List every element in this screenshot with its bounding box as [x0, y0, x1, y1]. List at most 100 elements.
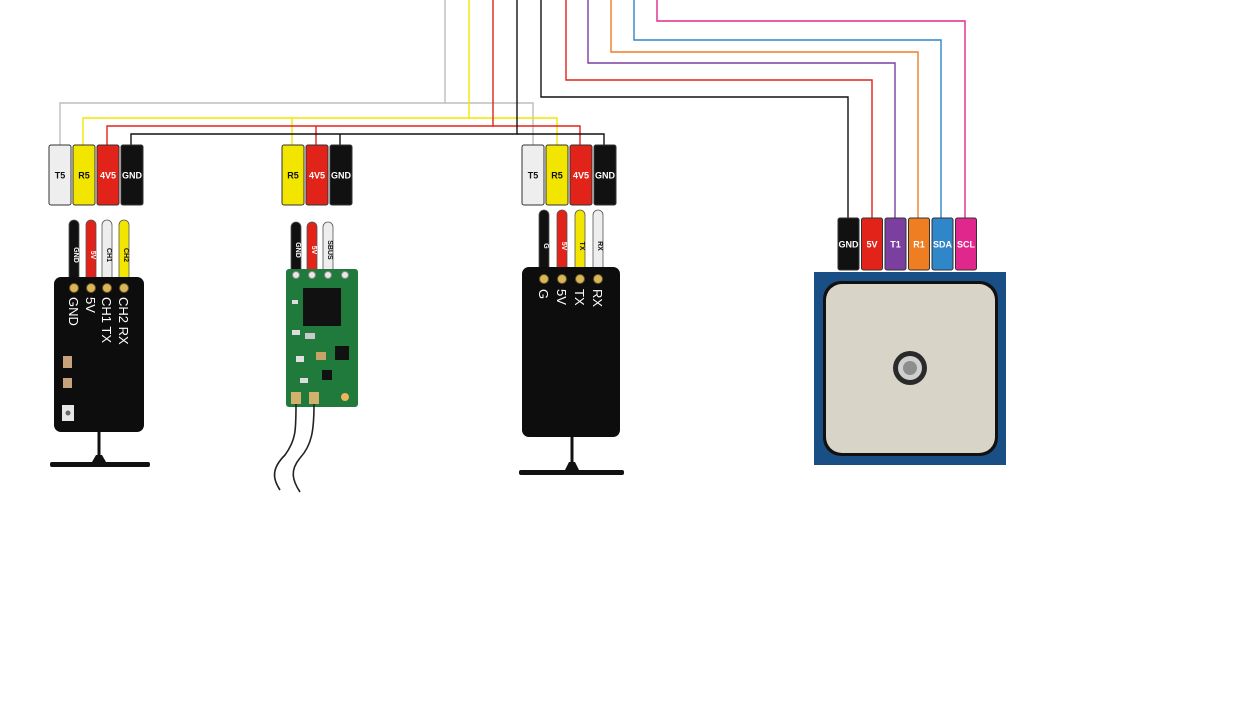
- silkscreen-label: G: [536, 289, 551, 299]
- wire-r5-bus: [82, 0, 470, 145]
- header-pin: 4V5: [305, 144, 329, 206]
- wire-lead: 5V: [85, 219, 97, 287]
- wire-lead-label: RX: [596, 241, 603, 251]
- header-pin-label: 4V5: [100, 171, 116, 181]
- silkscreen-label: GND: [66, 297, 81, 326]
- header-receiver-2: R5 4V5 GND: [281, 144, 353, 206]
- receiver-2-chip: [303, 288, 341, 326]
- header-pin: T5: [48, 144, 72, 206]
- gps-feed-point-core: [903, 361, 917, 375]
- header-pin: R5: [545, 144, 569, 206]
- header-pin: GND: [120, 144, 144, 206]
- header-pin-label: T1: [890, 240, 901, 250]
- wire-harness: [59, 0, 966, 218]
- header-pin: SCL: [955, 217, 977, 271]
- wire-r5-rx3: [469, 117, 558, 145]
- header-pin-label: GND: [331, 171, 352, 181]
- receiver-2-leads: GND 5V SBUS: [290, 221, 334, 275]
- header-pin-label: 4V5: [309, 171, 325, 181]
- wire-lead: CH2: [118, 219, 130, 287]
- wire-lead-label: 5V: [89, 251, 96, 260]
- silkscreen-label: CH1 TX: [99, 297, 114, 343]
- header-pin: 4V5: [96, 144, 120, 206]
- header-pin: GND: [593, 144, 617, 206]
- wire-t5-bus: [59, 0, 446, 145]
- header-pin: R1: [908, 217, 930, 271]
- wire-lead-label: 5V: [560, 242, 567, 251]
- header-pin: T5: [521, 144, 545, 206]
- receiver-1-pads: [69, 283, 129, 293]
- wire-gps-r1: [610, 0, 919, 218]
- header-pin-label: R5: [287, 171, 299, 181]
- receiver-2: GND 5V SBUS: [273, 221, 358, 493]
- header-pin: 5V: [861, 217, 883, 271]
- header-pin: SDA: [931, 217, 954, 271]
- wire-lead: CH1: [101, 219, 113, 287]
- receiver-2-antenna-connectors: [291, 392, 319, 404]
- header-pin-label: 5V: [866, 240, 877, 250]
- header-pin-label: GND: [595, 171, 616, 181]
- header-pin-label: 4V5: [573, 171, 589, 181]
- antenna-icon: [519, 437, 624, 475]
- antenna-icon: [273, 403, 315, 493]
- wire-lead-label: TX: [578, 242, 585, 251]
- wire-lead-label: GND: [72, 247, 79, 263]
- receiver-2-component: [296, 356, 304, 362]
- wire-lead: SBUS: [322, 221, 334, 275]
- receiver-2-component: [305, 333, 315, 339]
- wire-t5-rx3: [445, 102, 534, 145]
- wire-gnd-bus: [130, 0, 518, 145]
- wire-lead: 5V: [306, 221, 318, 275]
- header-pin: T1: [884, 217, 907, 271]
- wire-gps-5v: [565, 0, 873, 218]
- receiver-1-leads: GND 5V CH1 CH2: [68, 219, 130, 287]
- wire-lead-label: GND: [294, 242, 301, 258]
- header-pin-label: T5: [55, 171, 66, 181]
- receiver-2-component: [292, 300, 298, 304]
- silkscreen-label: 5V: [554, 289, 569, 305]
- header-pin-label: SDA: [933, 240, 953, 250]
- header-receiver-3: T5 R5 4V5 GND: [521, 144, 617, 206]
- header-pin: GND: [329, 144, 353, 206]
- gps-module: [814, 272, 1006, 465]
- header-pin-label: T5: [528, 171, 539, 181]
- wire-lead-label: SBUS: [326, 240, 333, 260]
- silkscreen-label: CH2 RX: [116, 297, 131, 345]
- receiver-2-led: [341, 393, 349, 401]
- wire-lead-label: G: [542, 243, 549, 249]
- wire-gnd-rx3: [517, 133, 605, 145]
- header-pin: R5: [281, 144, 305, 206]
- receiver-1-component: [63, 378, 72, 388]
- wire-gps-t1: [587, 0, 896, 218]
- wire-lead: GND: [68, 219, 80, 287]
- wire-4v5-bus: [106, 0, 494, 145]
- header-pin: 4V5: [569, 144, 593, 206]
- wire-lead-label: CH1: [105, 248, 112, 262]
- receiver-2-pads: [292, 271, 349, 279]
- receiver-2-component: [292, 330, 300, 335]
- header-pin-label: R5: [551, 171, 563, 181]
- wire-gps-sda: [633, 0, 942, 218]
- wire-lead-label: CH2: [122, 248, 129, 262]
- receiver-1-component: [63, 356, 72, 368]
- header-pin: GND: [837, 217, 860, 271]
- wire-lead-label: 5V: [310, 246, 317, 255]
- receiver-3-pads: [539, 274, 603, 284]
- receiver-2-component: [322, 370, 332, 380]
- receiver-2-component: [300, 378, 308, 383]
- silkscreen-label: TX: [572, 289, 587, 306]
- header-pin-label: R5: [78, 171, 90, 181]
- receiver-3-body: [522, 267, 620, 437]
- header-receiver-1: T5 R5 4V5 GND: [48, 144, 144, 206]
- wire-gps-gnd: [540, 0, 849, 218]
- wire-gps-scl: [656, 0, 966, 218]
- header-pin-label: R1: [913, 240, 925, 250]
- receiver-1-button-dot: [65, 410, 71, 416]
- header-pin-label: GND: [839, 240, 860, 250]
